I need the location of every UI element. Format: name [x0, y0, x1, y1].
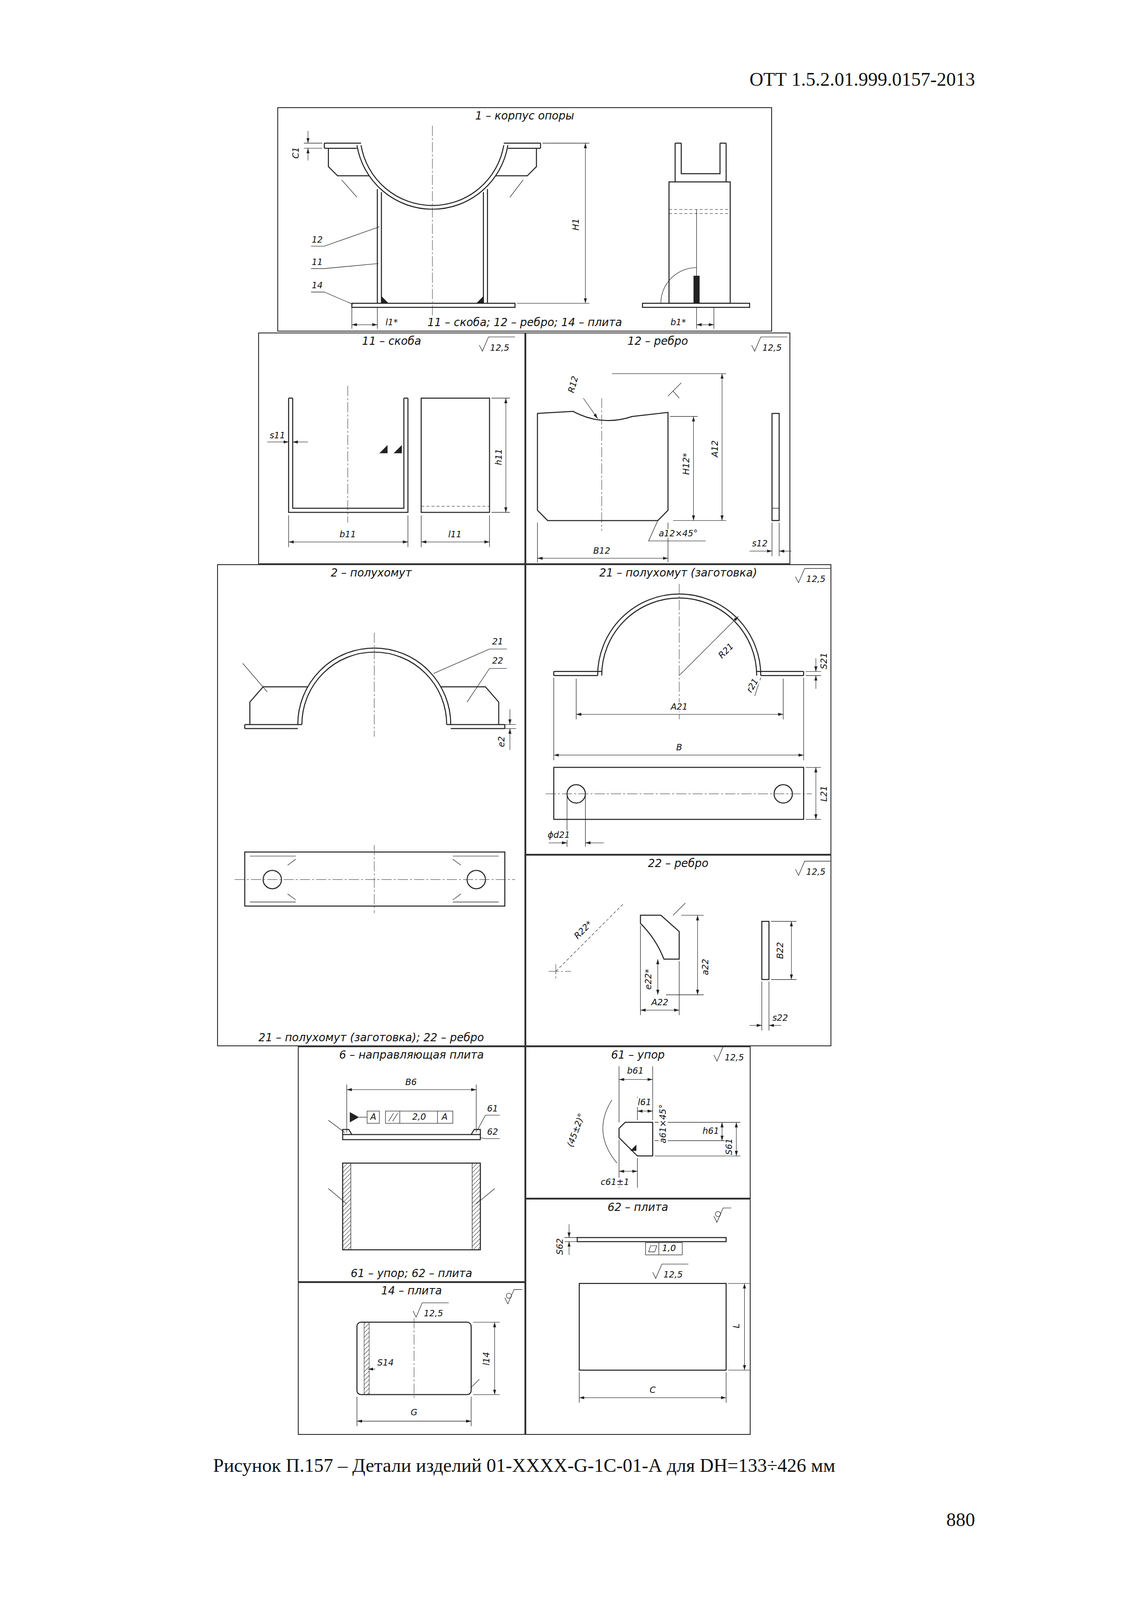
view-title: 61 – упор [526, 1048, 750, 1061]
dimension-label: e22* [643, 967, 654, 991]
dimension-label: l61 [637, 1097, 653, 1107]
dimension-label: h11 [494, 447, 504, 467]
view-parts-note: 61 – упор; 62 – плита [298, 1267, 525, 1280]
dimension-label: 12,5 [723, 1053, 745, 1063]
half-clamp-blank-views [545, 568, 831, 847]
dimension-label: l11 [447, 529, 463, 540]
dimension-label: 61 [486, 1104, 499, 1114]
dimension-label: a12×45° [657, 529, 699, 539]
dimension-label: 11 [310, 257, 324, 267]
dimension-label: (45±2)° [565, 1111, 587, 1149]
figure-caption: Рисунок П.157 – Детали изделий 01-XXXX-G… [212, 1455, 836, 1476]
dimension-label: c61±1 [599, 1177, 631, 1187]
guide-plate-views [328, 1084, 500, 1250]
dimension-label: S62 [555, 1237, 565, 1256]
dimension-label: 12,5 [805, 574, 827, 584]
dimension-label: 22 [491, 656, 504, 666]
dimension-label: 1,0 [661, 1243, 677, 1253]
dimension-label: S14 [376, 1358, 395, 1368]
dimension-label: 21 [491, 637, 504, 647]
dimension-label: C [648, 1385, 657, 1395]
view-panel: 11 – скоба [258, 332, 526, 565]
view-panel: 1 – корпус опоры 11 – скоба; 12 – ребро; … [277, 107, 773, 332]
dimension-label: a22 [701, 957, 711, 976]
sheet-annotation: 880 [945, 1509, 976, 1530]
dimension-label: A [440, 1112, 449, 1122]
dimension-label: H12* [681, 452, 691, 477]
support-body-views [303, 125, 750, 329]
dimension-label: R12 [566, 373, 581, 395]
view-title: 14 – плита [298, 1284, 525, 1297]
dimension-label: G [409, 1407, 419, 1417]
dimension-label: L [731, 1322, 742, 1330]
plate-62-views [564, 1207, 750, 1403]
dimension-label: e2 [497, 735, 507, 748]
dimension-label: 12,5 [662, 1270, 684, 1280]
dimension-label: A [369, 1112, 378, 1122]
dimension-label: h61 [701, 1126, 721, 1136]
dimension-label: 12,5 [805, 867, 827, 877]
view-title: 11 – скоба [259, 335, 525, 348]
view-parts-note: 11 – скоба; 12 – ребро; 14 – плита [278, 316, 772, 329]
dimension-label: a61×45° [658, 1103, 668, 1145]
dimension-label: 12,5 [422, 1308, 444, 1318]
view-title: 62 – плита [526, 1201, 750, 1214]
view-title: 2 – полухомут [217, 566, 524, 579]
dimension-label: 12,5 [489, 343, 511, 353]
view-panel: 2 – полухомут 21 – полухомут (заготовка);… [217, 564, 525, 1047]
view-title: 1 – корпус опоры [278, 109, 772, 122]
view-parts-note: 21 – полухомут (заготовка); 22 – ребро [217, 1031, 524, 1044]
view-title: 6 – направляющая плита [298, 1048, 525, 1061]
dimension-label: 12 [310, 235, 324, 245]
dimension-label: s22 [771, 1013, 789, 1023]
dimension-label: R21 [716, 640, 737, 661]
dimension-label: A22 [650, 997, 670, 1007]
dimension-label: A21 [669, 702, 689, 712]
dimension-label: S21 [819, 651, 829, 670]
view-panel: 62 – плита [525, 1198, 751, 1436]
sheet-annotation: ОТТ 1.5.2.01.999.0157-2013 [748, 69, 976, 90]
dimension-label: ϕd21 [546, 830, 571, 841]
view-title: 12 – ребро [526, 335, 790, 348]
dimension-label: 14 [310, 280, 324, 291]
dimension-label: B6 [404, 1077, 418, 1087]
dimension-label: A12 [710, 439, 720, 458]
bracket-views [267, 337, 515, 548]
rib-22-views [548, 861, 831, 1031]
dimension-label: B12 [592, 546, 612, 556]
dimension-label: s12 [751, 539, 769, 549]
dimension-label: b61 [626, 1066, 645, 1076]
stop-61-view [602, 1046, 750, 1188]
view-title: 21 – полухомут (заготовка) [526, 566, 831, 579]
dimension-label: 62 [486, 1127, 499, 1137]
dimension-label: 12,5 [761, 343, 783, 353]
dimension-label: L21 [819, 784, 829, 803]
dimension-label: s11 [268, 430, 286, 441]
dimension-label: C1 [291, 146, 301, 160]
dimension-label: l1* [384, 317, 399, 327]
rib-12-views [537, 337, 792, 563]
dimension-label: S61 [724, 1136, 734, 1156]
view-title: 22 – ребро [526, 857, 831, 870]
dimension-label: B22 [775, 941, 785, 960]
dimension-label: b1* [669, 317, 687, 327]
plate-14-view [357, 1289, 523, 1427]
dimension-label: l14 [482, 1350, 492, 1366]
half-clamp-views [234, 632, 516, 914]
dimension-label: R22* [571, 918, 595, 942]
dimension-label: H1 [571, 217, 582, 232]
dimension-label: B [675, 742, 684, 753]
dimension-label: 2,0 [411, 1112, 427, 1122]
dimension-label: b11 [338, 529, 357, 540]
